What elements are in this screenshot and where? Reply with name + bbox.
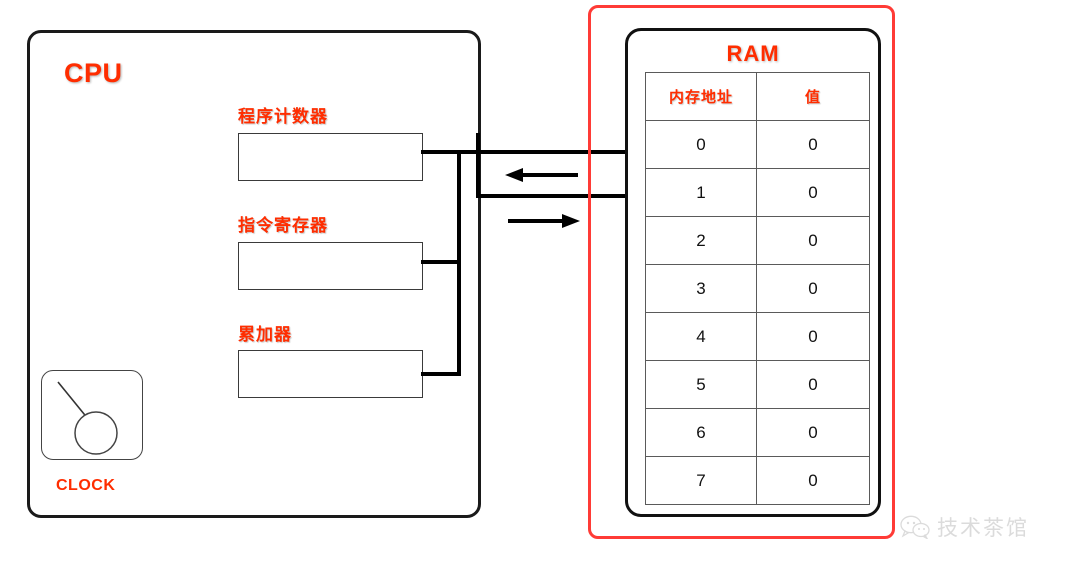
cell-value[interactable]: 0 (756, 312, 870, 361)
cell-value[interactable]: 0 (756, 360, 870, 409)
cpu-title: CPU (64, 58, 123, 88)
cell-value[interactable]: 0 (756, 408, 870, 457)
column-header-address: 内存地址 (645, 72, 757, 121)
register-label-accumulator: 累加器 (238, 325, 292, 345)
cell-address: 0 (645, 120, 757, 169)
column-header-value: 值 (756, 72, 870, 121)
ram-outer-highlight (588, 5, 895, 539)
clock-label: CLOCK (56, 477, 116, 494)
watermark: 技术茶馆 (900, 512, 1029, 542)
table-header-row: 内存地址 值 (645, 72, 870, 121)
cell-address: 7 (645, 456, 757, 505)
cell-value[interactable]: 0 (756, 168, 870, 217)
register-box-instruction-register[interactable] (238, 242, 423, 290)
cell-value[interactable]: 0 (756, 216, 870, 265)
ram-title: RAM (726, 41, 780, 66)
wechat-icon (900, 515, 930, 539)
watermark-text: 技术茶馆 (937, 516, 1029, 540)
register-box-program-counter[interactable] (238, 133, 423, 181)
cell-address: 4 (645, 312, 757, 361)
bus-write-arrow-icon (508, 214, 580, 228)
bus-read-arrow-icon (505, 168, 578, 182)
cell-address: 3 (645, 264, 757, 313)
register-label-program-counter: 程序计数器 (238, 107, 328, 127)
cell-address: 2 (645, 216, 757, 265)
cell-value[interactable]: 0 (756, 120, 870, 169)
cell-address: 1 (645, 168, 757, 217)
cell-address: 5 (645, 360, 757, 409)
register-label-instruction-register: 指令寄存器 (238, 216, 328, 236)
cell-address: 6 (645, 408, 757, 457)
clock-pendulum-icon (57, 381, 118, 455)
cell-value[interactable]: 0 (756, 264, 870, 313)
cell-value[interactable]: 0 (756, 456, 870, 505)
